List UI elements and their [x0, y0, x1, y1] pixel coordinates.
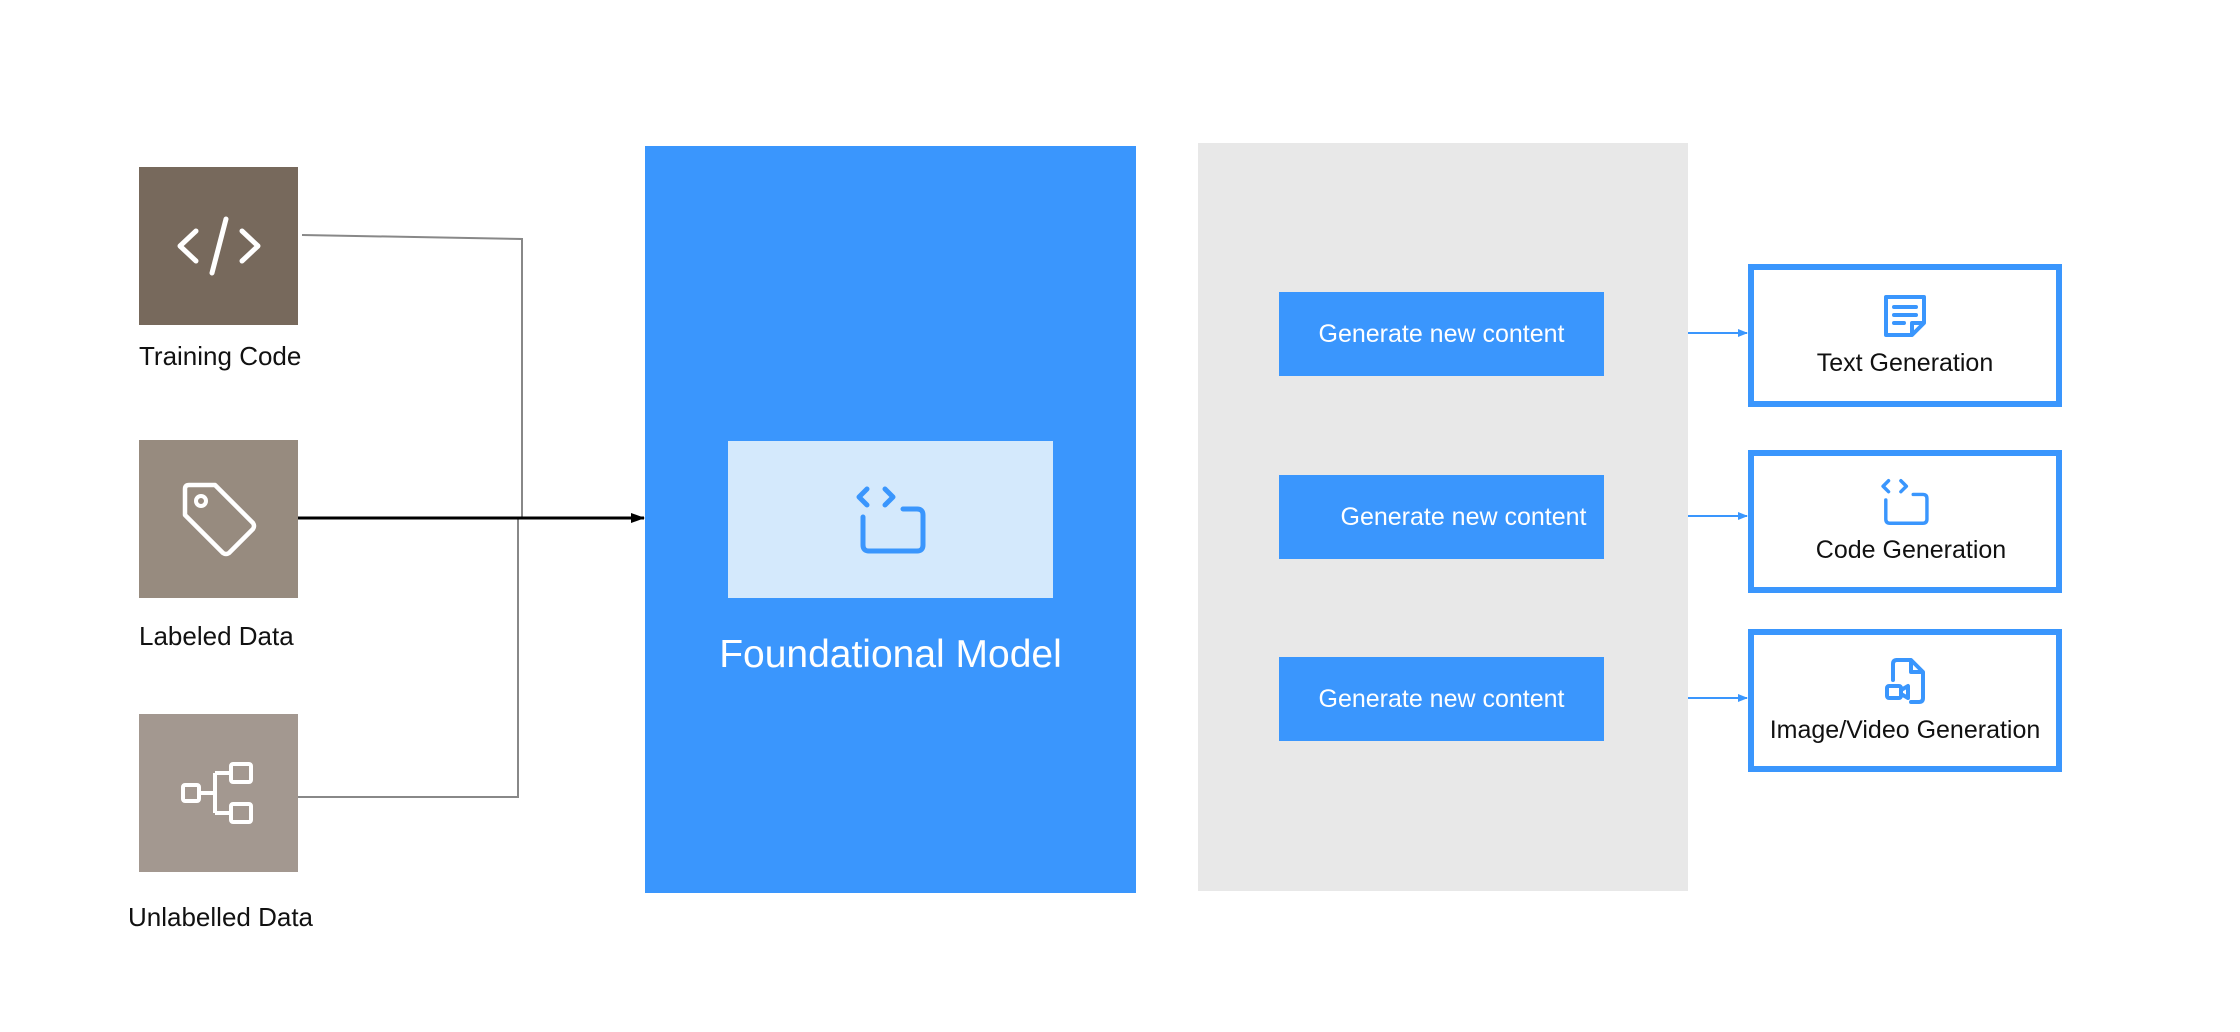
image-video-generation-box: Image/Video Generation	[1748, 629, 2062, 772]
text-generation-box: Text Generation	[1748, 264, 2062, 407]
unlabelled-data-tile	[139, 714, 298, 872]
unlabelled-data-connector	[297, 517, 519, 798]
code-generation-box: Code Generation	[1748, 450, 2062, 593]
model-title: Foundational Model	[719, 633, 1062, 676]
generate-content-button-code: Generate new content	[1279, 475, 1604, 559]
image-video-generation-label: Image/Video Generation	[1769, 716, 2041, 744]
training-code-label: Training Code	[139, 341, 302, 371]
video-file-icon	[1885, 658, 1925, 704]
code-generation-label: Code Generation	[1815, 536, 2007, 564]
code-window-icon	[1881, 479, 1929, 525]
code-icon	[177, 216, 260, 276]
foundational-model-panel: Foundational Model	[645, 146, 1136, 893]
tag-icon	[182, 482, 256, 557]
document-icon	[1884, 295, 1926, 337]
labeled-data-label: Labeled Data	[139, 621, 294, 651]
text-generation-label: Text Generation	[1816, 349, 1994, 377]
unlabelled-data-label: Unlabelled Data	[128, 902, 314, 932]
model-icon-box	[728, 441, 1053, 598]
training-code-tile	[139, 167, 298, 325]
hierarchy-icon	[180, 762, 253, 824]
training-code-connector	[301, 234, 523, 517]
generate-content-button-image: Generate new content	[1279, 657, 1604, 741]
labeled-data-tile	[139, 440, 298, 598]
generate-content-button-text: Generate new content	[1279, 292, 1604, 376]
code-window-icon	[856, 486, 925, 553]
